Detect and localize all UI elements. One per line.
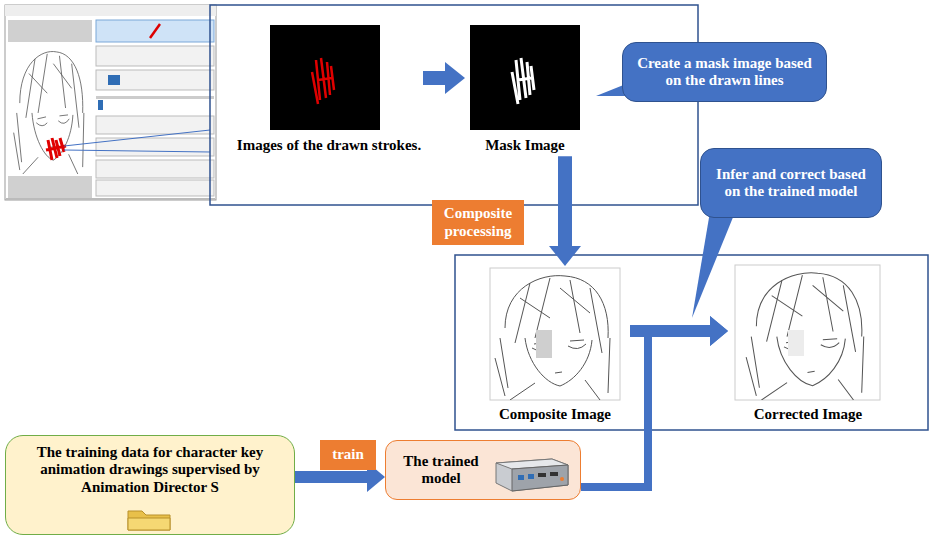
drawing-path [312, 58, 334, 104]
arrow-head [445, 62, 465, 94]
drawing-circle [560, 477, 564, 481]
drawing-rect [108, 75, 120, 85]
drawing-rect [96, 70, 214, 90]
node-label: Composite Image [480, 406, 630, 423]
drawing-use [495, 276, 610, 400]
drawing-use [746, 273, 864, 400]
image-node: Images of the drawn strokes. [235, 25, 423, 154]
flow-arrow [423, 62, 465, 94]
drawing-rect [490, 268, 620, 400]
drawing-path [46, 138, 66, 160]
image-node: Mask Image [465, 25, 585, 154]
node-label: The trained model [394, 453, 488, 488]
drawing-rect [98, 100, 103, 110]
corrected-image [735, 265, 880, 400]
drawing-rect [96, 46, 214, 66]
flow-arrow [581, 316, 728, 487]
composite-image [490, 268, 620, 400]
arrow-head [549, 246, 581, 266]
bottom-frame [455, 255, 928, 430]
node-label: Composite processing [438, 205, 518, 240]
mask-image [470, 25, 580, 130]
node-label: Mask Image [465, 137, 585, 154]
process-tag: train [320, 440, 376, 470]
data-folder-box: The training data for character key anim… [5, 435, 295, 535]
arrow-shaft [558, 156, 572, 247]
drawing-path [128, 518, 170, 530]
mini-pc-icon [492, 449, 572, 493]
image-node: Corrected Image [728, 266, 888, 423]
app-screenshot [5, 5, 216, 200]
drawing-path [496, 459, 568, 491]
drawing-rect [8, 42, 92, 176]
model-box: The trained model [385, 440, 581, 500]
node-label: Images of the drawn strokes. [235, 137, 423, 154]
folder-icon [126, 507, 172, 531]
arrow-shaft [295, 471, 368, 483]
top-frame [210, 5, 698, 205]
callout-bubble: Create a mask image based on the drawn l… [622, 42, 827, 102]
drawing-path [512, 58, 534, 104]
drawing-path [128, 511, 170, 530]
strokes-image [270, 25, 380, 130]
callout-bubble: Infer and correct based on the trained m… [700, 148, 882, 218]
drawing-rect [735, 265, 880, 400]
drawing-path [512, 465, 568, 491]
image-node: Composite Image [480, 266, 630, 423]
drawing-rect [6, 198, 215, 200]
node-label: Infer and correct based on the trained m… [711, 166, 871, 201]
drawing-rect [5, 5, 216, 200]
drawing-rect [8, 20, 92, 198]
drawing-rect [788, 330, 804, 356]
drawing-rect [528, 474, 534, 479]
drawing-g [14, 52, 84, 174]
drawing-rect [538, 473, 546, 477]
drawing-rect [536, 330, 552, 358]
node-label: Corrected Image [728, 406, 888, 423]
drawing-rect [270, 25, 380, 130]
leader-line [64, 130, 210, 152]
node-label: The training data for character key anim… [16, 444, 284, 496]
drawing-rect [96, 180, 214, 196]
node-label: train [332, 446, 364, 463]
drawing-rect [550, 472, 558, 476]
drawing-rect [96, 96, 214, 99]
drawing-rect [96, 160, 214, 178]
process-tag: Composite processing [432, 200, 524, 245]
drawing-rect [470, 25, 580, 130]
drawing-rect [518, 475, 524, 480]
arrow-head [710, 316, 728, 346]
arrow-shaft [423, 71, 446, 85]
arrow-head [710, 316, 728, 346]
drawing-rect [96, 20, 214, 42]
drawing-path [150, 24, 160, 38]
flow-arrow [549, 156, 581, 266]
drawing-rect [5, 5, 216, 16]
drawing-use [14, 52, 84, 174]
node-label: Create a mask image based on the drawn l… [633, 55, 816, 90]
